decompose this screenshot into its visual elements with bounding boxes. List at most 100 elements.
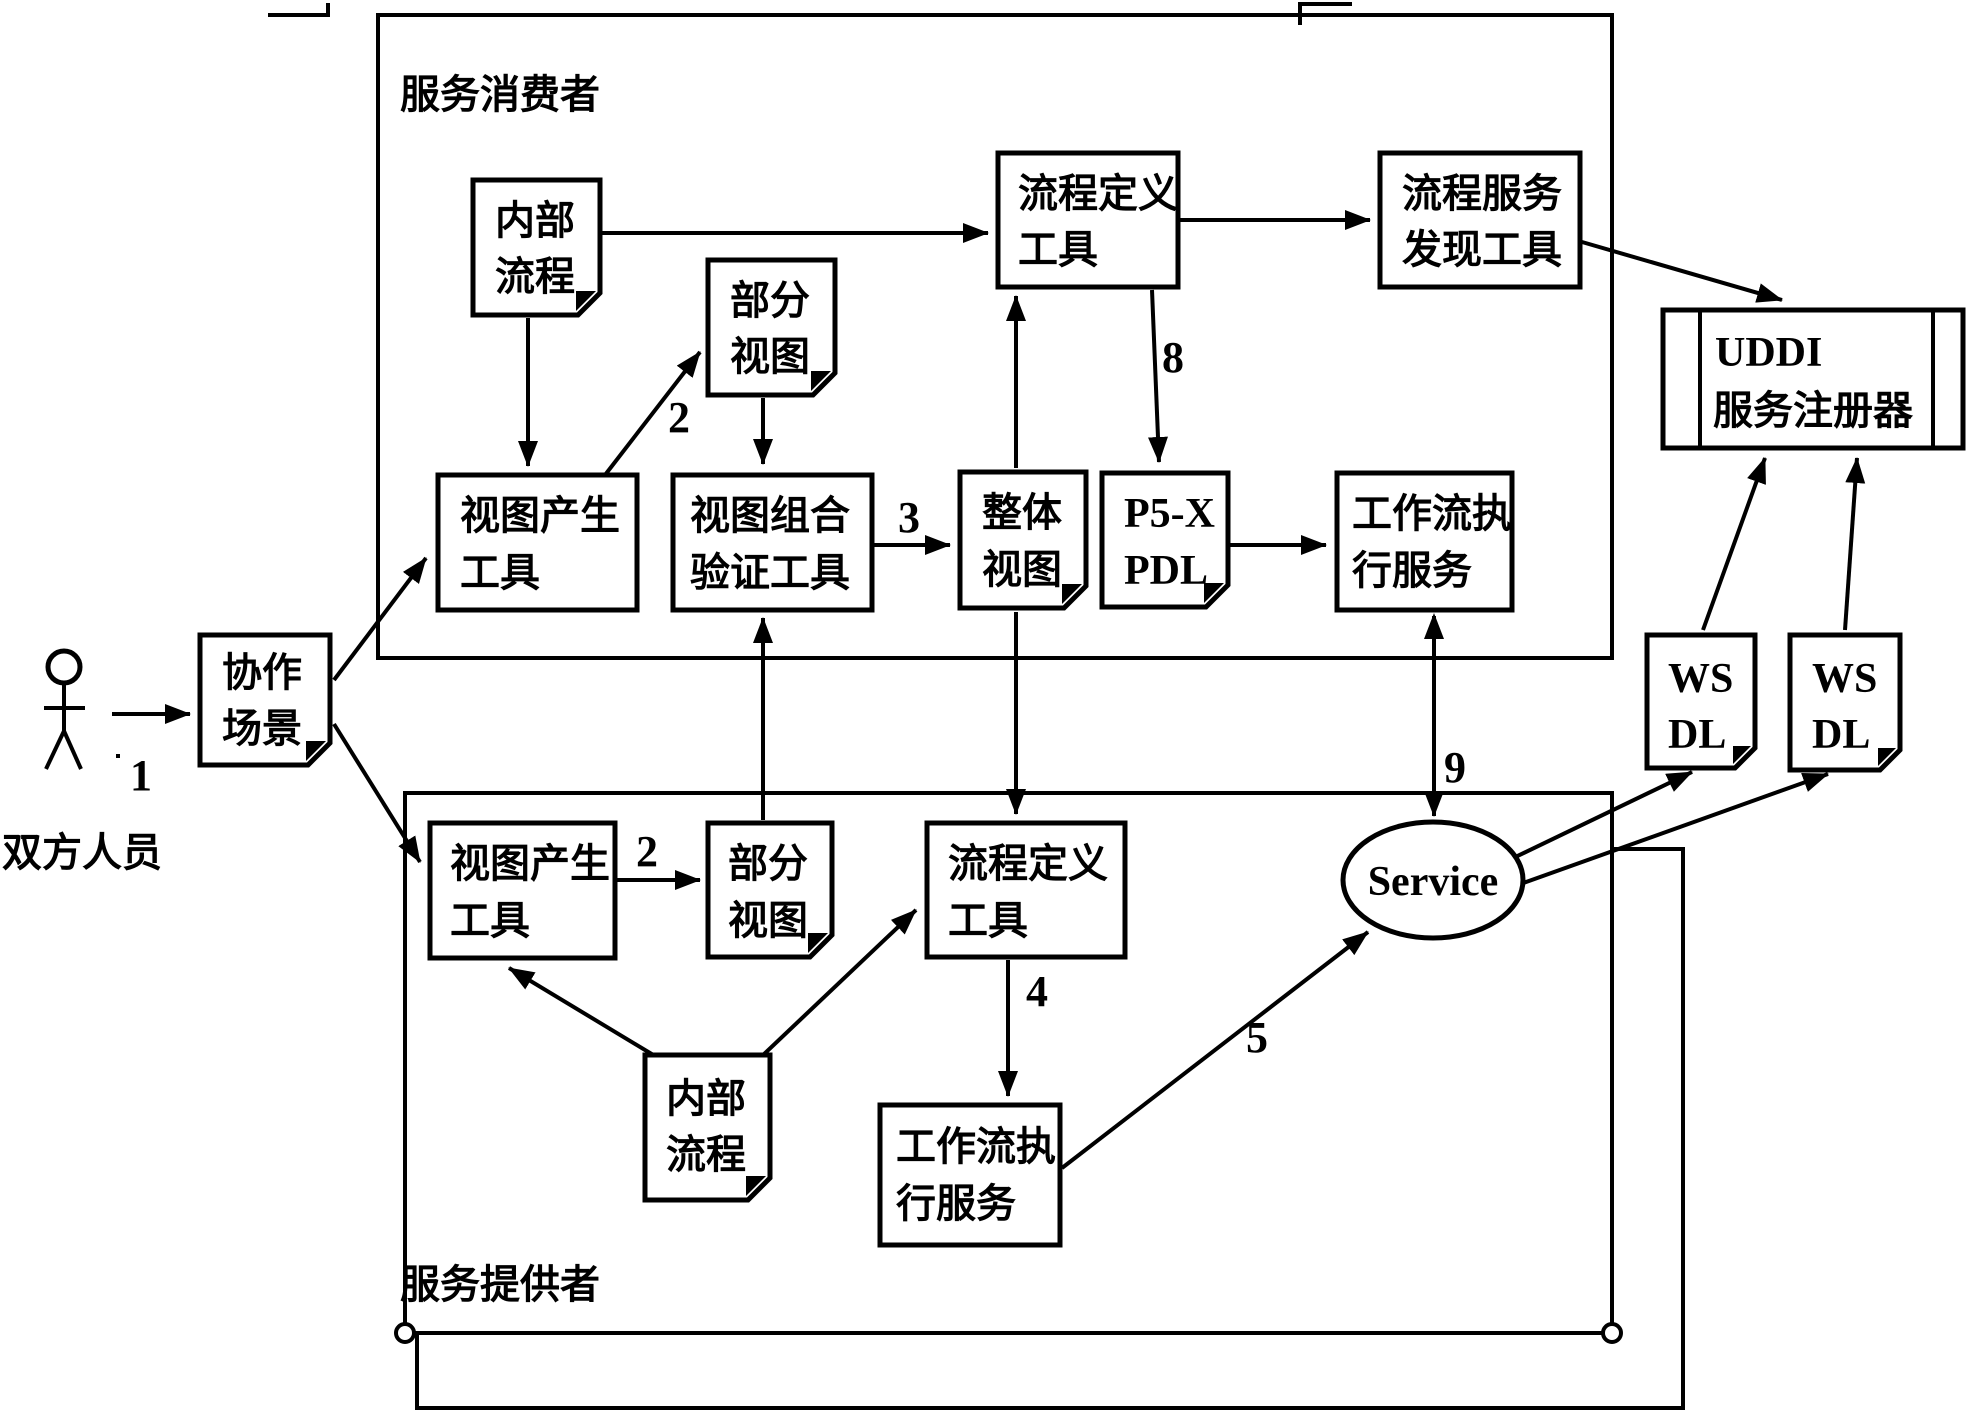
edge-label-1: 1	[130, 751, 152, 800]
edge-discovery-to-uddi	[1581, 240, 1783, 303]
node-process-def-tool-top: 流程定义工具	[995, 150, 1181, 290]
partial-view-top-line1: 部分	[730, 279, 810, 323]
consumer-container: 服务消费者	[376, 13, 1614, 660]
partial-view-bottom-line1: 部分	[728, 842, 808, 886]
view-gen-tool-top-line2: 工具	[460, 551, 540, 595]
node-overall-view: 整体视图	[957, 469, 1089, 611]
node-workflow-exec-service-top: 工作流执行服务	[1334, 470, 1515, 613]
edge-scenario-to-viewgen-bottom	[332, 722, 422, 864]
edge-internal-bottom-to-viewgen	[507, 966, 657, 1058]
internal-process-bottom-line1: 内部	[666, 1077, 746, 1121]
actor-label-text: 双方人员	[2, 831, 162, 875]
node-service: Service	[1340, 819, 1526, 941]
svg-text:整体视图: 整体视图	[982, 491, 1062, 592]
discovery-tool-line2: 发现工具	[1402, 228, 1562, 272]
node-process-service-discovery-tool: 流程服务发现工具	[1377, 150, 1583, 290]
service-label-text: Service	[1368, 859, 1499, 905]
edge-label-5: 5	[1246, 1013, 1268, 1062]
svg-text:流程定义工具: 流程定义工具	[948, 842, 1108, 943]
view-gen-tool-bottom-line2: 工具	[450, 899, 530, 943]
process-def-tool-bottom-line2: 工具	[948, 899, 1028, 943]
svg-text:视图产生工具: 视图产生工具	[460, 494, 620, 595]
edge-service-to-wsdl-left	[1504, 770, 1693, 864]
node-uddi-registry: UDDI 服务注册器	[1660, 307, 1966, 451]
provider-container: 服务提供者	[394, 791, 1623, 1344]
edge-label-9-text: 9	[1444, 743, 1466, 792]
uddi-line1: UDDI	[1715, 330, 1822, 376]
svg-text:流程服务发现工具: 流程服务发现工具	[1402, 172, 1562, 272]
wsdl-left-line2: DL	[1668, 712, 1726, 758]
partial-view-bottom-line2: 视图	[728, 899, 808, 943]
node-partial-view-top: 部分视图	[705, 257, 838, 398]
svg-text:服务注册器: 服务注册器	[1713, 389, 1914, 433]
p5x-pdl-line1: P5-X	[1124, 491, 1215, 537]
edge-scenario-to-viewgen-top	[332, 556, 428, 682]
edge-viewgen-to-partialview-top	[603, 350, 702, 477]
svg-text:协作场景: 协作场景	[222, 651, 302, 751]
svg-text:内部流程: 内部流程	[495, 199, 575, 299]
node-partial-view-bottom: 部分视图	[705, 820, 835, 960]
workflow-top-line2: 行服务	[1352, 549, 1472, 593]
svg-text:部分视图: 部分视图	[730, 279, 810, 379]
actor-figure	[44, 648, 85, 770]
node-wsdl-left: WS DL	[1644, 632, 1758, 771]
process-def-tool-top-line2: 工具	[1018, 228, 1098, 272]
workflow-bottom-line2: 行服务	[896, 1182, 1016, 1226]
node-p5x-pdl: P5-X PDL	[1099, 470, 1231, 610]
scan-artifact-mark-right	[1298, 2, 1352, 25]
internal-process-top-line2: 流程	[495, 255, 575, 299]
svg-text:视图产生工具: 视图产生工具	[450, 842, 610, 943]
edge-label-4: 4	[1026, 967, 1048, 1016]
workflow-top-line1: 工作流执	[1352, 492, 1512, 536]
collab-scenario-line1: 协作	[222, 651, 302, 695]
edge-internal-bottom-to-processdef	[760, 908, 918, 1058]
provider-corner-port-left	[394, 1322, 416, 1344]
edge-label-1-text: 1	[130, 751, 152, 800]
p5x-pdl-line2: PDL	[1124, 548, 1208, 594]
svg-text:流程定义工具: 流程定义工具	[1018, 172, 1178, 272]
edge-workflow-bottom-to-service	[1060, 930, 1370, 1170]
consumer-label-text: 服务消费者	[400, 73, 600, 117]
provider-label-text: 服务提供者	[400, 1263, 600, 1307]
svg-text:内部流程: 内部流程	[666, 1077, 746, 1177]
edge-label-3-text: 3	[898, 493, 920, 542]
edge-label-2-top: 2	[668, 393, 690, 442]
edge-processdef-to-p5x	[1147, 289, 1168, 463]
svg-text:UDDI: UDDI	[1715, 330, 1822, 376]
wsdl-right-line2: DL	[1812, 712, 1870, 758]
overall-view-line2: 视图	[982, 548, 1062, 592]
scan-artifact-mark-left	[268, 3, 330, 17]
provider-corner-port-right	[1601, 1322, 1623, 1344]
outer-frame	[415, 847, 1685, 1410]
node-internal-process-top: 内部流程	[470, 177, 603, 318]
edge-wsdl-right-to-uddi	[1843, 457, 1866, 631]
edge-label-2-bottom: 2	[636, 827, 658, 876]
node-internal-process-bottom: 内部流程	[642, 1052, 773, 1203]
actor-label: 双方人员	[2, 831, 162, 875]
edge-label-2-top-text: 2	[668, 393, 690, 442]
overall-view-line1: 整体	[982, 491, 1062, 535]
edge-label-8: 8	[1162, 333, 1184, 382]
edge-label-3: 3	[898, 493, 920, 542]
edge-service-to-wsdl-right	[1514, 772, 1829, 888]
node-workflow-exec-service-bottom: 工作流执行服务	[877, 1102, 1063, 1248]
uddi-line2: 服务注册器	[1713, 389, 1914, 433]
view-combine-line2: 验证工具	[690, 551, 850, 595]
edge-label-8-text: 8	[1162, 333, 1184, 382]
view-gen-tool-bottom-line1: 视图产生	[450, 842, 610, 886]
node-view-gen-tool-bottom: 视图产生工具	[427, 820, 618, 961]
edge-wsdl-left-to-uddi	[1701, 457, 1767, 631]
collab-scenario-line2: 场景	[222, 707, 302, 751]
edge-label-4-text: 4	[1026, 967, 1048, 1016]
wsdl-left-line1: WS	[1668, 656, 1733, 702]
process-def-tool-top-line1: 流程定义	[1018, 172, 1178, 216]
svg-text:工作流执行服务: 工作流执行服务	[896, 1125, 1056, 1226]
view-combine-line1: 视图组合	[690, 494, 850, 538]
view-gen-tool-top-line1: 视图产生	[460, 494, 620, 538]
svg-text:Service: Service	[1368, 859, 1499, 905]
